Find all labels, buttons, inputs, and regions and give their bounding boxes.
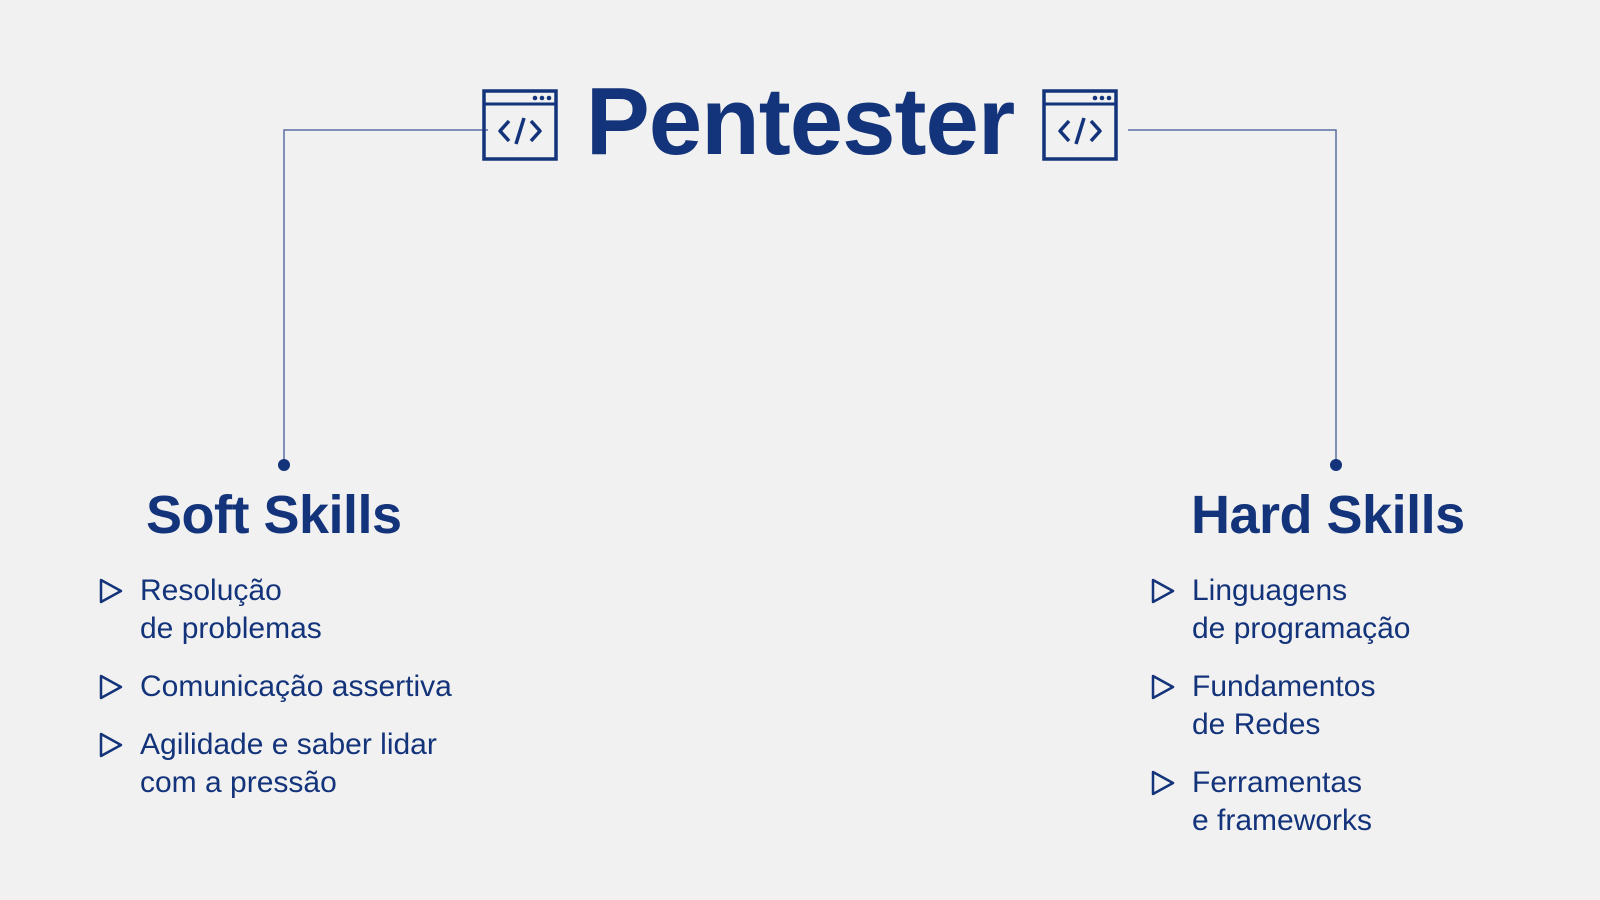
soft-skills-list: Resolução de problemas Comunicação asser… (98, 572, 452, 822)
connector-right (1128, 129, 1337, 465)
connector-left-dot (278, 459, 290, 471)
skill-text-line: Agilidade e saber lidar (140, 728, 437, 761)
hard-skill-item: Linguagens de programação (1150, 572, 1410, 648)
title-row: Pentester (0, 70, 1600, 180)
soft-skills-heading: Soft Skills (146, 485, 402, 545)
skill-text-line: Linguagens (1192, 574, 1348, 607)
skill-text-line: Resolução (140, 574, 282, 607)
code-window-icon (481, 89, 558, 161)
play-triangle-icon (99, 674, 123, 700)
hard-skills-list: Linguagens de programação Fundamentos de… (1150, 572, 1410, 860)
skill-text-line: Ferramentas (1192, 766, 1363, 799)
soft-skill-item: Agilidade e saber lidar com a pressão (98, 726, 452, 802)
skill-text-line: Comunicação assertiva (140, 670, 452, 703)
connector-left (283, 129, 488, 465)
play-triangle-icon (1151, 578, 1175, 604)
play-triangle-icon (1151, 770, 1175, 796)
skill-text-line: com a pressão (140, 766, 337, 799)
skill-text-line: de problemas (140, 612, 322, 645)
play-triangle-icon (99, 578, 123, 604)
play-triangle-icon (1151, 674, 1175, 700)
code-window-icon (1042, 89, 1119, 161)
skill-text-line: e frameworks (1192, 804, 1373, 837)
page-title: Pentester (585, 68, 1016, 175)
skill-text-line: de Redes (1192, 708, 1321, 741)
skill-text-line: Fundamentos (1192, 670, 1376, 703)
hard-skills-heading: Hard Skills (1191, 485, 1465, 545)
hard-skill-item: Ferramentas e frameworks (1150, 764, 1410, 840)
soft-skill-item: Resolução de problemas (98, 572, 452, 648)
soft-skill-item: Comunicação assertiva (98, 668, 452, 706)
skill-text-line: de programação (1192, 612, 1411, 645)
play-triangle-icon (99, 732, 123, 758)
connector-right-dot (1330, 459, 1342, 471)
hard-skill-item: Fundamentos de Redes (1150, 668, 1410, 744)
